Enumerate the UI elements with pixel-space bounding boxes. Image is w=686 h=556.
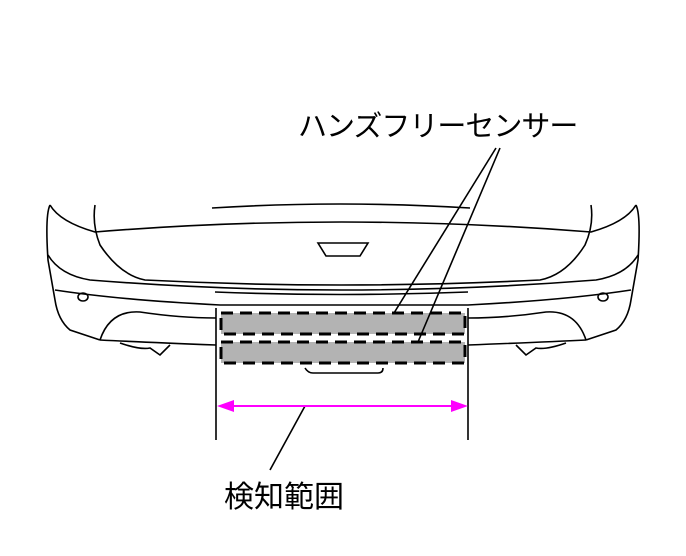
sensor-zone-lower [219, 340, 467, 365]
leader-line-range [269, 405, 306, 471]
sensor-leader-lines [269, 147, 501, 471]
arrowhead-left [217, 400, 234, 412]
leader-line-upper [393, 147, 497, 314]
car-body [46, 203, 640, 374]
hands-free-sensor-label: ハンズフリーセンサー [298, 109, 578, 143]
arrowhead-right [451, 400, 468, 412]
sensor-zone-upper [219, 311, 467, 336]
sensor-zones [219, 311, 467, 365]
range-boundary-lines [215, 308, 469, 440]
range-arrow [217, 400, 468, 412]
detection-range-label: 検知範囲 [224, 480, 344, 515]
leader-line-lower [417, 147, 501, 343]
